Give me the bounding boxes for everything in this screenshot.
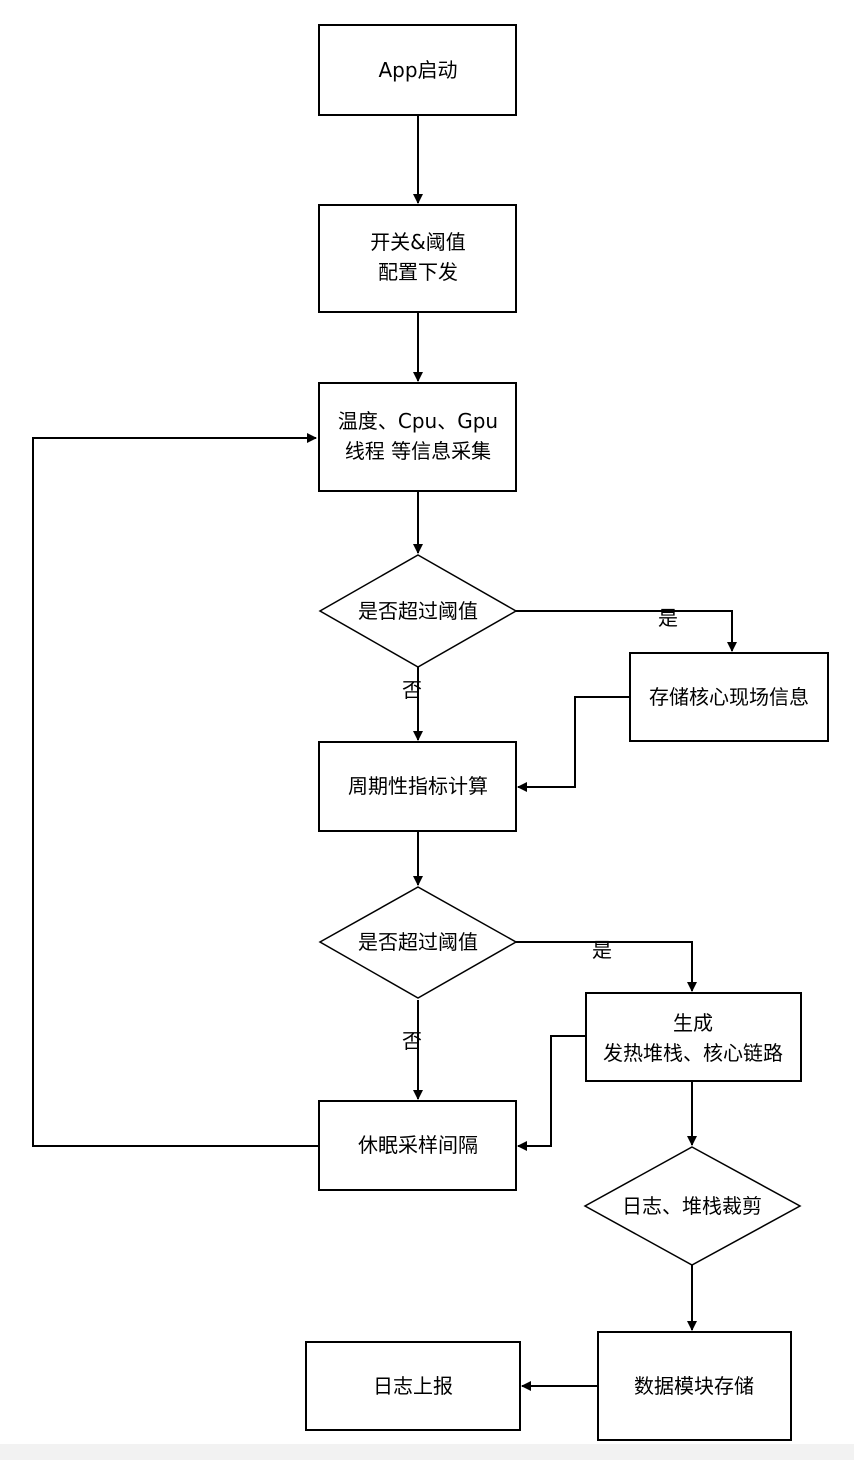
node-sleep-label: 休眠采样间隔 <box>358 1133 478 1157</box>
edge-decision2-yes <box>516 941 697 992</box>
node-config-label-2: 配置下发 <box>378 260 458 284</box>
node-periodic-calc: 周期性指标计算 <box>318 741 517 832</box>
node-trim: 日志、堆栈裁剪 <box>583 1146 802 1266</box>
node-decision-1: 是否超过阈值 <box>318 554 518 668</box>
node-app-start: App启动 <box>318 24 517 116</box>
node-log-report-label: 日志上报 <box>373 1374 453 1398</box>
node-decision-2-label: 是否超过阈值 <box>358 930 478 954</box>
edge-generate-to-sleep <box>517 1035 586 1151</box>
edge-label-yes-2: 是 <box>592 938 612 962</box>
edge-label-no-2: 否 <box>402 1029 422 1053</box>
node-generate: 生成 发热堆栈、核心链路 <box>585 992 802 1082</box>
node-periodic-calc-label: 周期性指标计算 <box>348 774 488 798</box>
node-log-report: 日志上报 <box>305 1341 521 1431</box>
node-store-scene-label: 存储核心现场信息 <box>649 685 809 709</box>
edge-sleep-loop-back <box>32 433 318 1147</box>
node-module-store: 数据模块存储 <box>597 1331 792 1441</box>
node-collect-label-2: 线程 等信息采集 <box>345 439 491 463</box>
node-collect: 温度、Cpu、Gpu 线程 等信息采集 <box>318 382 517 492</box>
node-sleep: 休眠采样间隔 <box>318 1100 517 1191</box>
edges <box>32 115 737 1391</box>
node-decision-2: 是否超过阈值 <box>318 886 518 999</box>
edge-decision1-yes <box>516 610 737 652</box>
node-generate-label-1: 生成 <box>673 1011 713 1035</box>
edge-label-yes-1: 是 <box>658 606 678 630</box>
edge-store-to-calc <box>517 696 630 792</box>
node-app-start-label: App启动 <box>378 58 457 82</box>
node-trim-label: 日志、堆栈裁剪 <box>622 1194 762 1218</box>
bottom-band <box>0 1444 854 1460</box>
node-decision-1-label: 是否超过阈值 <box>358 599 478 623</box>
edge-label-no-1: 否 <box>402 678 422 702</box>
node-generate-label-2: 发热堆栈、核心链路 <box>603 1041 783 1065</box>
node-store-scene: 存储核心现场信息 <box>629 652 829 742</box>
node-module-store-label: 数据模块存储 <box>634 1374 754 1398</box>
node-collect-label-1: 温度、Cpu、Gpu <box>338 409 498 433</box>
node-config: 开关&阈值 配置下发 <box>318 204 517 313</box>
node-config-label-1: 开关&阈值 <box>370 230 466 254</box>
